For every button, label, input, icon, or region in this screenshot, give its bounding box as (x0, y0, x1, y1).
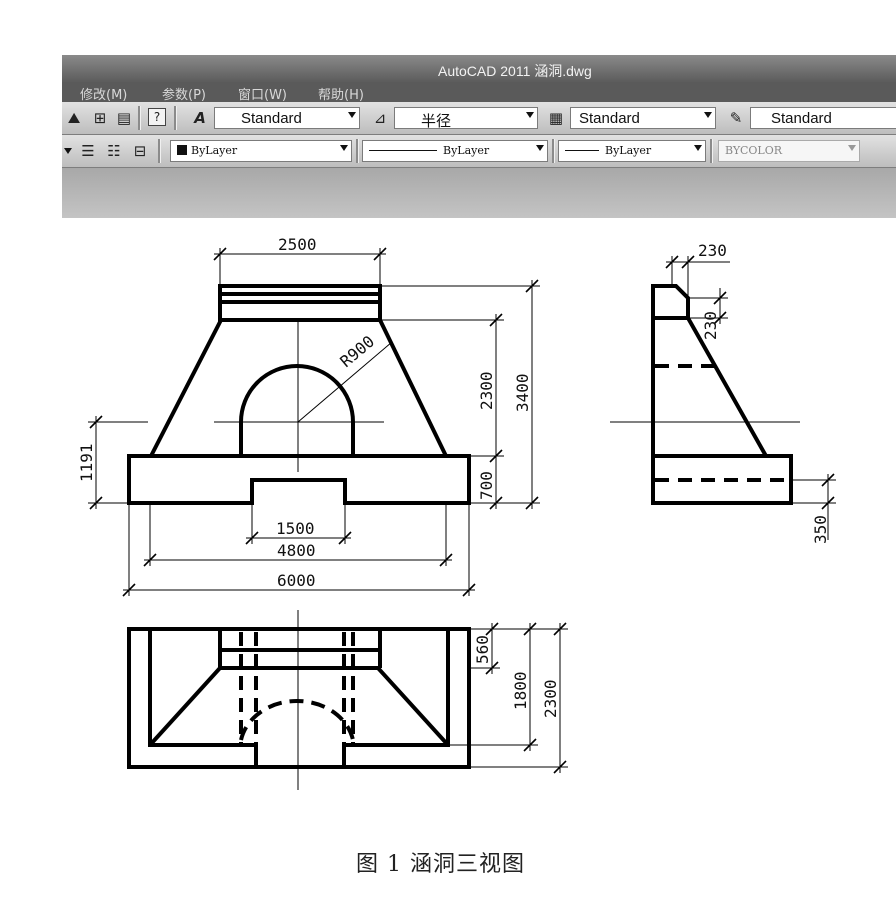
dim-style-select[interactable]: 半径 (394, 107, 538, 130)
separator (356, 139, 359, 163)
dim-6000: 6000 (277, 571, 316, 590)
dim-700: 700 (477, 471, 496, 500)
calculator-icon[interactable]: ▤ (116, 109, 132, 127)
table-style-select[interactable]: Standard (570, 107, 716, 129)
dim-1500: 1500 (276, 519, 315, 538)
multileader-style-icon[interactable]: ✎ (729, 109, 743, 127)
plan-right-wall (342, 629, 450, 767)
layer-dropdown-tail[interactable] (62, 140, 74, 162)
plan-left-wall (148, 629, 258, 767)
menu-parameters[interactable]: 参数(P) (162, 88, 206, 103)
multileader-style-select[interactable]: Standard (750, 107, 896, 129)
text-style-select[interactable]: Standard (214, 107, 360, 129)
lineweight-value: ByLayer (605, 144, 652, 157)
linetype-select[interactable]: ByLayer (362, 140, 548, 162)
dim-4800: 4800 (277, 541, 316, 560)
plot-style-value: BYCOLOR (725, 144, 782, 157)
styles-toolbar: ⛰ ⊞ ▤ ? A Standard ⊿ 半径 ▦ Standard ✎ Sta… (62, 102, 896, 135)
dim-2300-plan: 2300 (541, 679, 560, 718)
radius-leader (297, 341, 393, 423)
table-style-value: Standard (579, 110, 640, 127)
lineweight-preview (565, 150, 599, 151)
dim-1800: 1800 (511, 671, 530, 710)
help-icon[interactable]: ? (148, 108, 166, 126)
table-style-icon[interactable]: ▦ (548, 109, 564, 127)
linetype-value-row: ByLayer (369, 144, 489, 157)
side-view (610, 255, 836, 540)
chevron-down-icon (340, 145, 348, 151)
separator (158, 139, 161, 163)
color-value-row: ByLayer (177, 144, 237, 157)
layer-icon[interactable]: ⛰ (67, 109, 81, 127)
title-bar: AutoCAD 2011 涵洞.dwg (62, 55, 896, 82)
menu-modify[interactable]: 修改(M) (80, 88, 128, 103)
dim-1191: 1191 (77, 443, 96, 482)
dim-230-side: 230 (701, 311, 720, 340)
plan-hidden-arch (239, 698, 355, 741)
separator (552, 139, 555, 163)
dim-style-icon[interactable]: ⊿ (373, 109, 387, 127)
window-title: AutoCAD 2011 涵洞.dwg (438, 63, 592, 79)
autocad-window: AutoCAD 2011 涵洞.dwg 修改(M) 参数(P) 窗口(W) 帮助… (62, 55, 896, 218)
color-value: ByLayer (191, 144, 238, 157)
dim-3400: 3400 (513, 373, 532, 412)
front-view (88, 247, 540, 597)
front-base (127, 454, 471, 505)
plan-outline (127, 627, 471, 769)
chevron-down-icon (848, 145, 856, 151)
linetype-preview (369, 150, 437, 151)
chevron-down-icon (526, 112, 534, 118)
chevron-down-icon (704, 112, 712, 118)
dim-r900: R900 (336, 332, 378, 371)
menu-bar: 修改(M) 参数(P) 窗口(W) 帮助(H) (62, 82, 896, 103)
separator (174, 106, 177, 130)
front-right-slope (378, 319, 448, 457)
text-style-icon[interactable]: A (194, 109, 206, 127)
menu-help[interactable]: 帮助(H) (318, 88, 364, 103)
block-icon[interactable]: ⊞ (93, 109, 107, 127)
color-select[interactable]: ByLayer (170, 140, 352, 162)
front-left-slope (149, 319, 223, 457)
dim-350: 350 (811, 515, 830, 544)
ribbon-spacer (62, 168, 896, 218)
separator (710, 139, 713, 163)
figure-caption: 图 1 涵洞三视图 (356, 852, 525, 877)
properties-toolbar: ☰ ☷ ⊟ ByLayer ByLayer ByLayer BYCOLOR (62, 135, 896, 168)
layer-previous-icon[interactable]: ⊟ (133, 142, 147, 160)
text-style-value: Standard (241, 110, 302, 127)
dim-2500: 2500 (278, 235, 317, 254)
chevron-down-icon (64, 148, 72, 154)
lineweight-value-row: ByLayer (565, 144, 651, 157)
chevron-down-icon (348, 112, 356, 118)
separator (138, 106, 141, 130)
menu-window[interactable]: 窗口(W) (238, 88, 287, 103)
layer-properties-icon[interactable]: ☰ (81, 142, 95, 160)
chevron-down-icon (536, 145, 544, 151)
front-arch-opening (239, 364, 355, 456)
plan-view (127, 610, 568, 790)
plot-style-select[interactable]: BYCOLOR (718, 140, 860, 162)
layer-state-icon[interactable]: ☷ (107, 142, 121, 160)
multileader-style-value: Standard (771, 110, 832, 127)
dim-style-value: 半径 (421, 113, 452, 130)
chevron-down-icon (694, 145, 702, 151)
linetype-value: ByLayer (443, 144, 490, 157)
lineweight-select[interactable]: ByLayer (558, 140, 706, 162)
color-swatch (177, 145, 187, 155)
dim-2300-front: 2300 (477, 371, 496, 410)
dim-560: 560 (473, 635, 492, 664)
dim-230-top: 230 (698, 241, 727, 260)
